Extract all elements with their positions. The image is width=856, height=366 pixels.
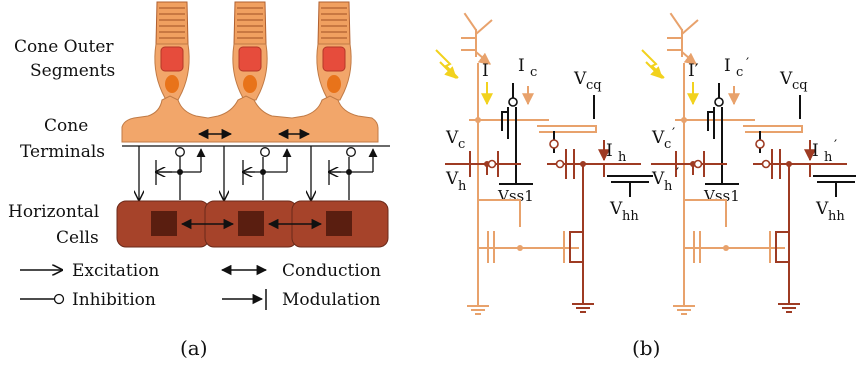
light-arrow: [439, 61, 457, 79]
horizontal-nucleus-1: [151, 211, 177, 236]
label-Vc: V: [651, 128, 665, 148]
inhibition-circle: [346, 147, 356, 157]
label-I: I′: [688, 61, 699, 81]
label-cone-outer-2: Segments: [30, 61, 115, 81]
label-Ih-sub: h: [618, 150, 627, 165]
label-Ih: I: [606, 141, 613, 161]
label-Vcq-sub: cq: [792, 78, 808, 93]
panel-a: Cone Outer Segments Cone Terminals Horiz…: [8, 1, 390, 360]
legend-inhibition-circle: [53, 293, 65, 305]
label-Vh-prime: ′: [676, 166, 679, 182]
feedback-unit-3: [311, 146, 378, 200]
label-Ic-prime: ′: [746, 56, 749, 72]
label-Vhh: V: [609, 199, 623, 219]
label-Vc-sub: c: [458, 137, 465, 152]
vcq-bubble: [755, 139, 765, 149]
legend-inhibition-label: Inhibition: [72, 290, 156, 310]
label-Vc-prime: ′: [672, 126, 675, 142]
ic-gate-bubble: [508, 97, 518, 107]
label-Ih-prime: ′: [834, 138, 837, 154]
label-Vcq-sub: cq: [586, 78, 602, 93]
label-Vh-sub: h: [664, 179, 673, 194]
label-Vhh-sub: hh: [828, 209, 845, 224]
vc-node-dot: [475, 117, 481, 123]
legend-conduction-label: Conduction: [282, 261, 381, 281]
label-Vhh-sub: hh: [622, 209, 639, 224]
label-Ic-sub: c: [530, 65, 537, 80]
caption-a: (a): [180, 336, 208, 360]
vh-bubble-1: [487, 159, 497, 169]
feedback-unit-1: [139, 146, 206, 200]
legend-modulation-label: Modulation: [282, 290, 381, 310]
label-Ih-sub: h: [824, 150, 833, 165]
cone-3: [316, 1, 352, 101]
label-Vcq: V: [573, 69, 587, 89]
horizontal-nucleus-3: [326, 211, 352, 236]
label-Vcq: V: [779, 69, 793, 89]
label-cone-terminals-2: Terminals: [20, 142, 105, 162]
cone-nucleus: [243, 75, 257, 93]
light-bolt: [641, 49, 665, 79]
photo-collector-lead: [463, 12, 478, 32]
label-cone-outer-1: Cone Outer: [14, 37, 114, 57]
cone-1: [154, 1, 190, 101]
label-Vc-sub: c: [664, 137, 671, 152]
light-arrow: [645, 61, 663, 79]
label-Ih: I: [812, 141, 819, 161]
caption-b: (b): [632, 336, 660, 360]
label-Vh-sub: h: [458, 179, 467, 194]
label-Ic: I: [518, 56, 525, 76]
cone-2: [232, 1, 268, 101]
label-Vc: V: [445, 128, 459, 148]
label-cone-terminals-1: Cone: [44, 116, 88, 136]
cone-terminals-shape: [121, 95, 379, 143]
cone-ellipsoid: [238, 46, 262, 72]
vcq-bubble: [549, 139, 559, 149]
photo-collector-lead: [669, 12, 684, 32]
cone-nucleus: [327, 75, 341, 93]
cones: [154, 1, 352, 101]
vh-bubble-2: [761, 159, 771, 169]
cone-ellipsoid: [322, 46, 346, 72]
vc-node-dot: [681, 117, 687, 123]
label-horizontal-2: Cells: [56, 228, 99, 248]
label-Ic: I: [724, 56, 731, 76]
feedback-unit-2: [224, 146, 292, 200]
inhibition-circle: [260, 147, 270, 157]
label-Vss: Vss1: [497, 187, 534, 205]
photo-collector: [475, 19, 493, 35]
legend: Excitation Conduction Inhibition Modulat…: [20, 261, 381, 310]
label-Ic-sub: c: [736, 65, 743, 80]
label-Vh: V: [651, 169, 665, 189]
light-bolt: [435, 49, 459, 79]
photo-collector: [681, 19, 699, 35]
label-Vh: V: [445, 169, 459, 189]
label-I: I: [482, 61, 489, 81]
photo-emitter-arrow: [477, 52, 491, 65]
vh-bubble-1: [693, 159, 703, 169]
mirror-node: [723, 245, 729, 251]
cone-nucleus: [165, 75, 179, 93]
label-Vhh: V: [815, 199, 829, 219]
cone-ellipsoid: [160, 46, 184, 72]
inhibition-circle: [175, 147, 185, 157]
label-Vss: Vss1: [703, 187, 740, 205]
label-horizontal-1: Horizontal: [8, 202, 99, 222]
horizontal-nucleus-2: [238, 211, 264, 236]
ic-gate-bubble: [714, 97, 724, 107]
feedback-network: [139, 146, 378, 200]
photo-emitter-arrow: [683, 52, 697, 65]
legend-excitation-label: Excitation: [72, 261, 159, 281]
vh-bubble-2: [555, 159, 565, 169]
mirror-node: [517, 245, 523, 251]
